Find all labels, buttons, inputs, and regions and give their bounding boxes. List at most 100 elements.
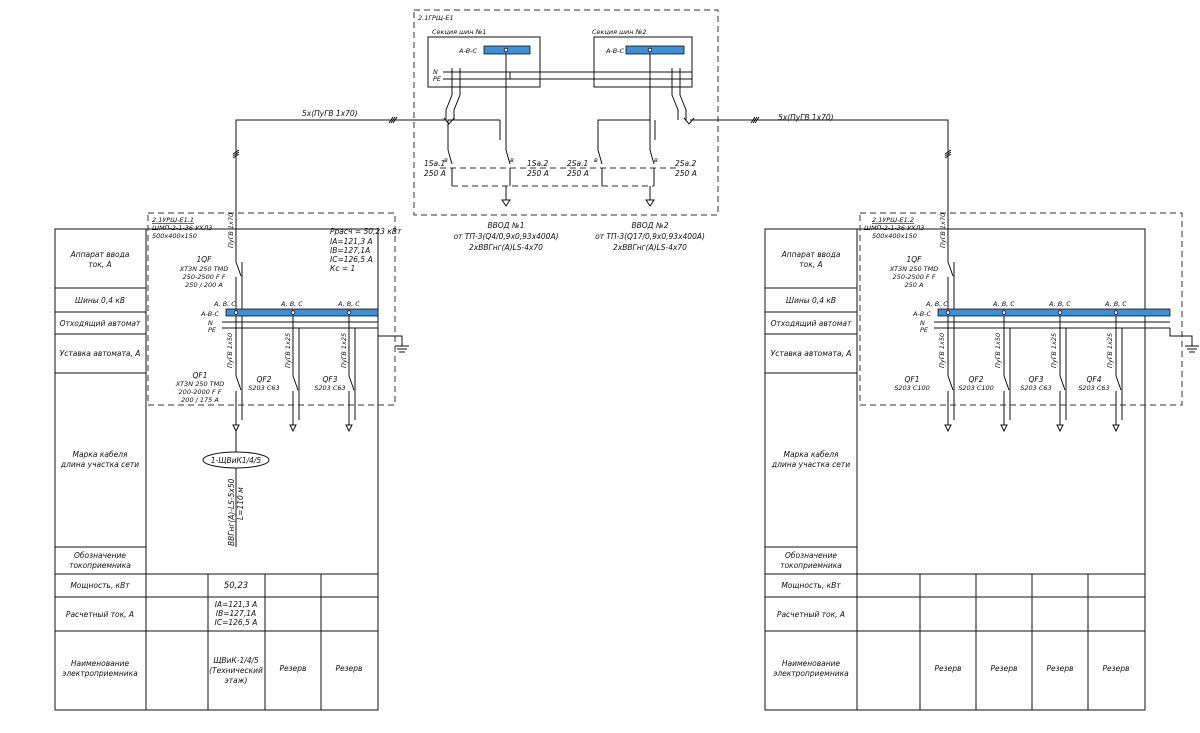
right-row-shiny: Шины 0,4 кВ: [786, 296, 836, 305]
right-n-label: N: [920, 319, 925, 327]
right-row-avtomat: Отходящий автомат: [771, 319, 852, 328]
left-cable-in: ПуГВ 1х70: [227, 213, 235, 248]
left-pe-label: PE: [208, 326, 217, 334]
right-qf4-type: S203 C63: [1078, 384, 1109, 392]
input-2-source: от ТП-3(Q17/0,9х0,93х400A): [595, 232, 705, 241]
left-row-naimen-1: Наименование: [71, 659, 130, 668]
right-row-marka-1: Марка кабеля: [783, 450, 838, 459]
left-phase-2: A, B, C: [280, 300, 303, 308]
left-panel-size: 500х400х150: [152, 232, 197, 240]
feeder-cables: 5х(ПуГВ 1х70) 5х(ПуГВ 1х70): [232, 109, 952, 250]
left-p-calc: Pрасч = 50,23 кВт: [330, 227, 402, 236]
right-row-oboznach-1: Обозначение: [785, 551, 837, 560]
left-name-1c: этаж): [225, 676, 248, 685]
left-feeder-3-cable: ПуГВ 1х25: [340, 333, 348, 368]
cable-right-label: 5х(ПуГВ 1х70): [778, 113, 834, 122]
input-1-title: ВВОД №1: [487, 221, 524, 230]
left-row-marka-2: длина участка сети: [60, 460, 139, 469]
left-feeder-2-cable: ПуГВ 1х25: [284, 333, 292, 368]
right-bus-label: A-B-C: [912, 310, 931, 318]
svg-text:в: в: [594, 156, 598, 164]
switch-1sa2-value: 250 A: [527, 169, 549, 178]
left-cable-mark: ВВГнг(А)-LS-5х50: [227, 478, 236, 546]
svg-text:в: в: [444, 156, 448, 164]
right-qf-in-type: XT3N 250 TMD: [889, 265, 939, 273]
left-row-tok: Расчетный ток, А: [66, 610, 134, 619]
right-cable-in: ПуГВ 1х70: [939, 213, 947, 248]
right-row-ustavka: Уставка автомата, А: [771, 349, 852, 358]
left-phase-main: A, B, C: [213, 300, 236, 308]
bus-section-2-label: Секция шин №2: [592, 28, 646, 36]
svg-text:в: в: [510, 156, 514, 164]
left-qf1-name: QF1: [193, 371, 208, 380]
input-2-cable: 2хВВГнг(А)LS-4х70: [613, 243, 687, 252]
left-consumer-tag: 1-ЩВиК1/4/5: [211, 456, 262, 465]
grsh-n-label: N: [433, 68, 438, 76]
right-name-4: Резерв: [1103, 664, 1130, 673]
left-name-2: Резерв: [280, 664, 307, 673]
right-qf3-type: S203 C63: [1020, 384, 1051, 392]
left-tok-c: IC=126,5 А: [215, 618, 258, 627]
left-row-shiny: Шины 0,4 кВ: [75, 296, 125, 305]
right-phase-4: A, B, C: [1104, 300, 1127, 308]
switch-2sa1-name: 2Sa.1: [567, 159, 588, 168]
right-panel-title: 2.1УРШ-Е1.2: [872, 216, 914, 224]
grsh-panel: 2.1ГРЩ-Е1 Секция шин №1 A-B-C Секция шин…: [413, 9, 719, 252]
switch-2sa2-value: 250 A: [675, 169, 697, 178]
input-1-source: от ТП-3(Q4/0,9х0,93х400A): [453, 232, 558, 241]
left-n-label: N: [208, 319, 213, 327]
switch-1sa2-name: 1Sa.2: [527, 159, 549, 168]
grsh-panel-border: [413, 9, 719, 216]
left-name-1b: (Технический: [209, 666, 263, 675]
right-feeder-3-cable: ПуГВ 1х25: [1050, 333, 1058, 368]
left-qf3-name: QF3: [323, 375, 338, 384]
right-phase-main: A, B, C: [925, 300, 948, 308]
left-row-moshch: Мощность, кВт: [70, 581, 130, 590]
right-pe-label: PE: [920, 326, 929, 334]
right-row-apparat-1: Аппарат ввода: [781, 250, 841, 259]
left-bus-bar: [225, 308, 379, 317]
left-qf-in-set: 250 / 200 А: [185, 281, 223, 289]
bus-section-1-frame: [427, 36, 541, 88]
left-row-apparat-2: ток, А: [88, 260, 111, 269]
right-row-oboznach-2: токоприемника: [780, 561, 842, 570]
svg-text:в: в: [654, 156, 658, 164]
right-feeder-4-cable: ПуГВ 1х25: [1106, 333, 1114, 368]
left-row-naimen-2: электроприемника: [62, 669, 138, 678]
left-row-oboznach-2: токоприемника: [69, 561, 131, 570]
right-qf-in-name: 1QF: [907, 255, 923, 264]
left-panel: 2.1УРШ-Е1.1 ШМП-2-1-36 УХЛ3 500х400х150 …: [147, 212, 409, 547]
grsh-title: 2.1ГРЩ-Е1: [418, 14, 454, 22]
left-panel-title: 2.1УРШ-Е1.1: [152, 216, 194, 224]
right-qf4-name: QF4: [1087, 375, 1102, 384]
right-feeder-1-cable: ПуГВ 1х50: [938, 333, 946, 368]
left-bus-label: A-B-C: [200, 310, 219, 318]
right-bus-bar: [937, 308, 1171, 317]
right-qf3-name: QF3: [1029, 375, 1044, 384]
right-qf1-name: QF1: [905, 375, 920, 384]
right-name-3: Резерв: [1047, 664, 1074, 673]
right-row-marka-2: длина участка сети: [771, 460, 850, 469]
left-qf3-type: S203 C63: [314, 384, 345, 392]
grsh-pe-label: PE: [433, 75, 442, 83]
left-ia: IA=121,3 А: [330, 237, 373, 246]
right-feeder-2-cable: ПуГВ 1х50: [994, 333, 1002, 368]
right-phase-3: A, B, C: [1048, 300, 1071, 308]
left-qf-in-name: 1QF: [197, 255, 213, 264]
left-qf2-name: QF2: [257, 375, 272, 384]
right-row-naimen-2: электроприемника: [773, 669, 849, 678]
right-qf-in-set: 250 А: [905, 281, 924, 289]
left-qf1-type: XT3N 250 TMD: [175, 380, 225, 388]
left-tok-a: IA=121,3 А: [215, 600, 258, 609]
left-row-oboznach-1: Обозначение: [74, 551, 126, 560]
input-2-title: ВВОД №2: [631, 221, 668, 230]
right-qf-in-range: 250-2500 F F: [893, 273, 936, 281]
right-qf1-type: S203 C100: [894, 384, 930, 392]
left-qf2-type: S203 C63: [248, 384, 279, 392]
left-qf1-range: 200-2000 F F: [179, 388, 222, 396]
right-table: Аппарат ввода ток, А Шины 0,4 кВ Отходящ…: [764, 228, 1146, 711]
right-row-naimen-1: Наименование: [782, 659, 841, 668]
left-row-avtomat: Отходящий автомат: [60, 319, 141, 328]
right-panel-border: [859, 212, 1183, 406]
